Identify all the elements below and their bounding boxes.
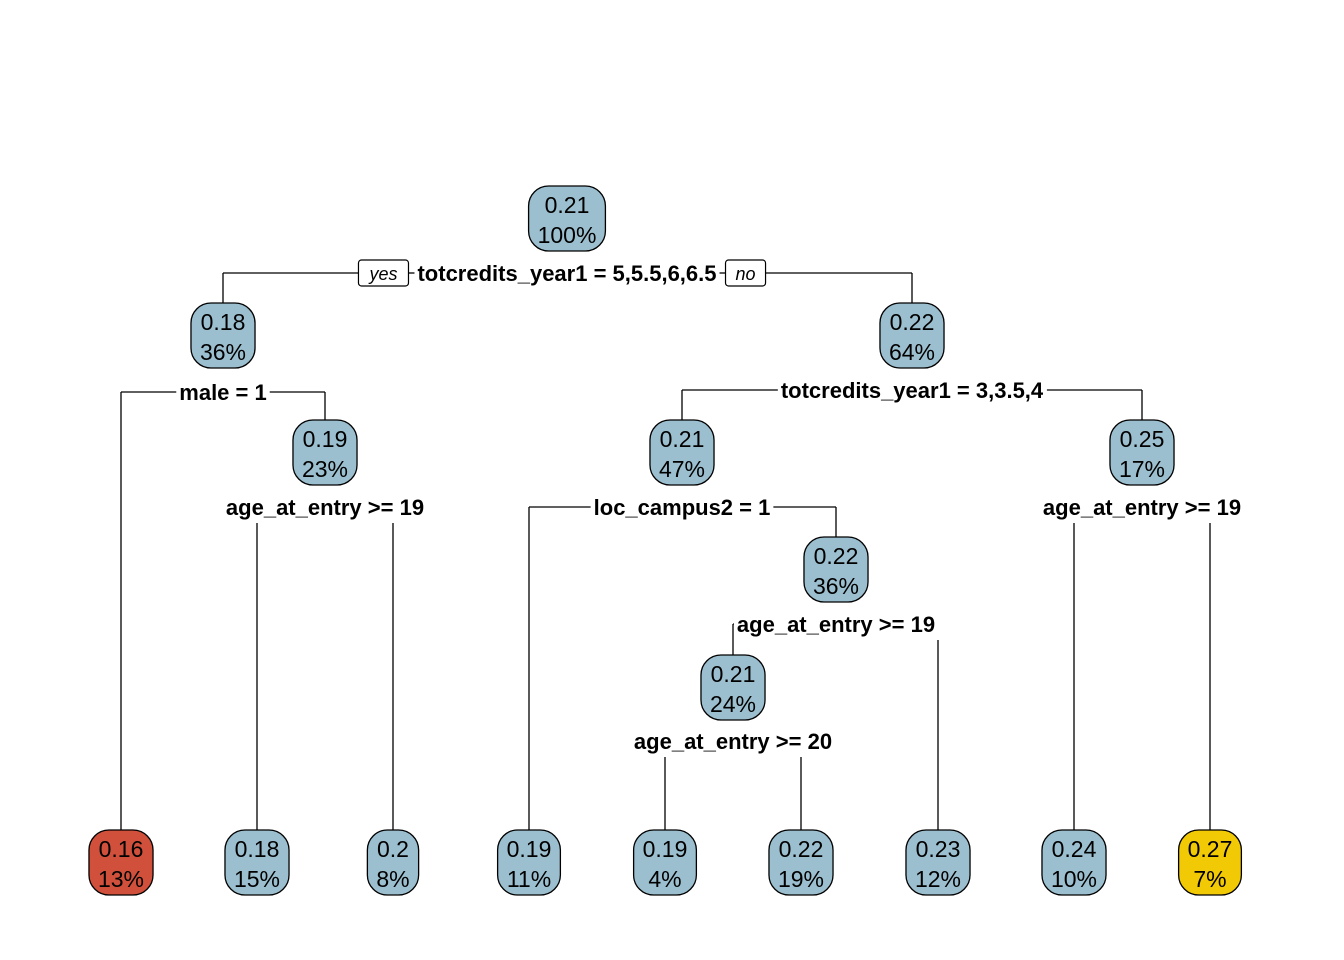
node-box [879, 302, 945, 369]
node-box [88, 829, 154, 896]
yes-branch-label: yes [367, 264, 397, 284]
node-percent: 19% [778, 866, 824, 892]
node-box [1109, 419, 1175, 486]
node-percent: 36% [813, 573, 859, 599]
node-value: 0.19 [643, 836, 688, 862]
split-label: age_at_entry >= 19 [737, 612, 935, 637]
no-branch-label: no [736, 264, 756, 284]
no-branch-box [724, 259, 767, 287]
node-value: 0.19 [507, 836, 552, 862]
node-percent: 36% [200, 339, 246, 365]
node-box [803, 536, 869, 603]
node-value: 0.21 [545, 192, 590, 218]
node-percent: 15% [234, 866, 280, 892]
node-box [224, 829, 290, 896]
split-label: age_at_entry >= 19 [1043, 495, 1241, 520]
split-label: male = 1 [179, 380, 266, 405]
tree-nodes: 0.21 100% 0.18 36% 0.22 64% 0.19 23% 0.21 47% 0.25… [88, 185, 1243, 896]
node-box [190, 302, 256, 369]
node-value: 0.21 [660, 426, 705, 452]
node-percent: 12% [915, 866, 961, 892]
tree-node: 0.18 36% [190, 302, 256, 369]
leaf-node: 0.22 19% [768, 829, 834, 896]
node-percent: 4% [648, 866, 681, 892]
node-box [905, 829, 971, 896]
node-percent: 47% [659, 456, 705, 482]
leaf-node: 0.18 15% [224, 829, 290, 896]
node-value: 0.2 [377, 836, 409, 862]
split-label: totcredits_year1 = 3,3.5,4 [781, 378, 1044, 403]
node-value: 0.21 [711, 661, 756, 687]
node-value: 0.16 [99, 836, 144, 862]
node-value: 0.22 [779, 836, 824, 862]
leaf-node: 0.19 4% [632, 829, 698, 896]
node-value: 0.25 [1120, 426, 1165, 452]
leaf-node: 0.16 13% [88, 829, 154, 896]
split-labels: totcredits_year1 = 5,5.5,6,6.5 yes no male … [179, 259, 1241, 754]
tree-node: 0.22 64% [879, 302, 945, 369]
leaf-node: 0.24 10% [1041, 829, 1107, 896]
node-box [649, 419, 715, 486]
node-value: 0.19 [303, 426, 348, 452]
node-value: 0.18 [201, 309, 246, 335]
split-label: loc_campus2 = 1 [594, 495, 771, 520]
node-value: 0.23 [916, 836, 961, 862]
node-box [1177, 829, 1243, 896]
node-value: 0.24 [1052, 836, 1097, 862]
node-percent: 13% [98, 866, 144, 892]
leaf-node: 0.27 7% [1177, 829, 1243, 896]
node-percent: 23% [302, 456, 348, 482]
node-box [366, 829, 420, 896]
tree-node: 0.21 100% [527, 185, 607, 252]
node-box [700, 654, 766, 721]
node-percent: 11% [507, 866, 551, 892]
node-percent: 100% [538, 222, 597, 248]
node-percent: 17% [1119, 456, 1165, 482]
node-percent: 64% [889, 339, 935, 365]
node-percent: 7% [1193, 866, 1226, 892]
tree-node: 0.19 23% [292, 419, 358, 486]
node-percent: 24% [710, 691, 756, 717]
tree-node: 0.21 47% [649, 419, 715, 486]
node-value: 0.18 [235, 836, 280, 862]
node-value: 0.22 [890, 309, 935, 335]
node-box [632, 829, 698, 896]
node-box [1041, 829, 1107, 896]
leaf-node: 0.23 12% [905, 829, 971, 896]
leaf-node: 0.19 11% [496, 829, 562, 896]
tree-edges [120, 272, 1211, 830]
split-label: totcredits_year1 = 5,5.5,6,6.5 [417, 261, 716, 286]
node-box [527, 185, 607, 252]
node-value: 0.22 [814, 543, 859, 569]
leaf-node: 0.28% [366, 829, 420, 896]
split-label: age_at_entry >= 19 [226, 495, 424, 520]
node-box [292, 419, 358, 486]
split-label: age_at_entry >= 20 [634, 729, 832, 754]
node-value: 0.27 [1188, 836, 1233, 862]
node-box [768, 829, 834, 896]
tree-node: 0.21 24% [700, 654, 766, 721]
node-percent: 10% [1051, 866, 1097, 892]
node-box [496, 829, 562, 896]
node-percent: 8% [376, 866, 409, 892]
yes-branch-box [357, 259, 410, 287]
tree-node: 0.22 36% [803, 536, 869, 603]
tree-node: 0.25 17% [1109, 419, 1175, 486]
